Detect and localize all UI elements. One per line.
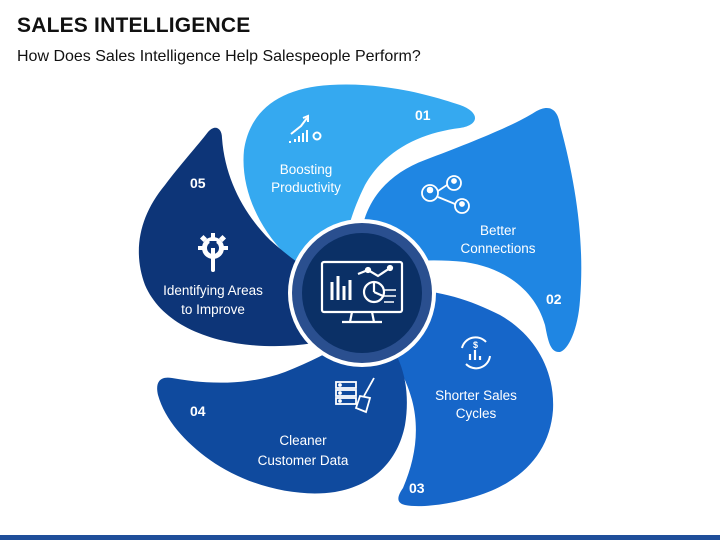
segment-number-04: 04	[190, 403, 206, 419]
petal-01-shape	[243, 84, 475, 268]
segment-label-03-line2: Cycles	[456, 406, 497, 421]
segment-label-02-line1: Better	[480, 223, 517, 238]
segment-03: $ 03 Shorter Sales Cycles	[385, 290, 554, 507]
data-clean-icon	[335, 377, 375, 414]
segment-number-03: 03	[409, 480, 425, 496]
dollar-cycle-icon: $	[461, 336, 491, 370]
segment-label-05-line2: to Improve	[181, 302, 245, 317]
center-inner-circle	[302, 233, 422, 353]
segment-01: 01 Boosting Productivity	[243, 84, 475, 268]
monitor-analytics-icon	[320, 260, 404, 324]
segment-number-01: 01	[415, 107, 431, 123]
segment-label-05-line1: Identifying Areas	[163, 283, 263, 298]
segment-label-02-line2: Connections	[460, 241, 535, 256]
segment-label-01-line2: Productivity	[271, 180, 341, 195]
growth-chart-icon	[289, 114, 322, 143]
segment-number-02: 02	[546, 291, 562, 307]
svg-text:$: $	[473, 340, 478, 350]
petal-02-shape	[360, 108, 582, 353]
segment-label-04-line2: Customer Data	[258, 453, 349, 468]
segment-label-03-line1: Shorter Sales	[435, 388, 517, 403]
gear-wrench-icon	[198, 233, 228, 272]
petal-03-shape	[385, 290, 554, 507]
segment-number-05: 05	[190, 175, 206, 191]
segment-04: 04 Cleaner Customer Data	[157, 342, 407, 494]
bottom-accent-bar	[0, 535, 720, 540]
segment-label-04-line1: Cleaner	[279, 433, 327, 448]
center-hub	[288, 219, 436, 367]
segment-label-01-line1: Boosting	[280, 162, 333, 177]
petal-04-shape	[157, 342, 407, 494]
network-people-icon	[421, 175, 470, 214]
page-title: SALES INTELLIGENCE	[17, 14, 251, 37]
page-subtitle: How Does Sales Intelligence Help Salespe…	[17, 48, 421, 65]
segment-02: 02 Better Connections	[360, 108, 582, 353]
